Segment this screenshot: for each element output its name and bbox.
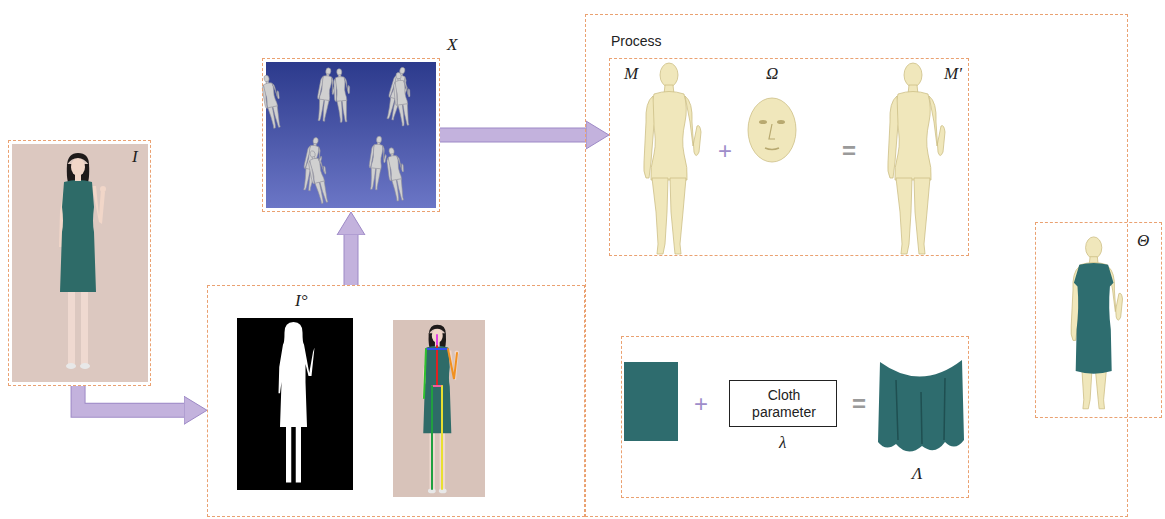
- symbol-label: I°: [295, 291, 307, 311]
- process-box: ProcessM+Ω=M′+=ΛCloth parameterλ: [585, 14, 1128, 517]
- pose-photo: [431, 386, 433, 489]
- symbol-label: M′: [944, 64, 962, 84]
- dataset-box: X: [262, 58, 440, 212]
- segmentation-mask: [237, 318, 353, 490]
- arrow-body: [78, 386, 185, 410]
- body-model: [644, 63, 701, 254]
- input-photo: [59, 153, 106, 369]
- dressed-model: [1071, 237, 1123, 409]
- symbol-label: Λ: [912, 464, 922, 484]
- segmentation-mask: [237, 318, 353, 490]
- draped-cloth: [896, 378, 945, 444]
- dressed-model: [1074, 263, 1114, 374]
- operator: =: [842, 137, 856, 165]
- operator: =: [852, 390, 866, 418]
- parameter-box: Cloth parameterλ: [729, 380, 837, 427]
- mesh-dataset: [391, 71, 414, 126]
- mesh-dataset: [266, 62, 436, 208]
- mesh-dataset: [259, 62, 436, 208]
- pose-photo: [393, 320, 485, 497]
- body-model: [644, 63, 701, 254]
- symbol-label: M: [624, 64, 638, 84]
- draped-cloth: [878, 360, 964, 452]
- flow-arrow: [78, 386, 185, 410]
- operator: +: [694, 390, 708, 418]
- cloth-box: +=ΛCloth parameterλ: [621, 336, 969, 498]
- cloth-sheet: [624, 362, 678, 441]
- arrow-outline: [78, 386, 185, 410]
- symbol-label: I: [132, 147, 138, 167]
- mesh-dataset: [332, 68, 353, 123]
- flow-arrow: [351, 234, 352, 285]
- pose-photo: [436, 335, 438, 346]
- symbol-label: X: [447, 35, 457, 55]
- segmentation-mask: [279, 322, 315, 483]
- symbol-label: λ: [779, 433, 786, 453]
- face-model: [765, 148, 779, 150]
- input-photo: [12, 144, 148, 382]
- mesh-dataset: [305, 149, 333, 205]
- symbol-label: Θ: [1137, 231, 1149, 251]
- face-model: [769, 124, 775, 139]
- mesh-dataset: [259, 66, 415, 205]
- input-photo: [12, 144, 148, 382]
- pose-photo: [426, 348, 448, 350]
- cloth-sheet: [624, 362, 678, 441]
- group-heading: Process: [611, 33, 662, 49]
- mesh-dataset: [367, 136, 389, 191]
- dressed-model: [1071, 237, 1123, 409]
- face-model: [777, 120, 785, 124]
- pose-photo: [432, 385, 442, 387]
- draped-cloth: [878, 360, 964, 452]
- operator: +: [718, 137, 732, 165]
- box-label: Cloth parameter: [736, 387, 832, 421]
- symbol-label: Ω: [766, 64, 778, 84]
- pose-photo: [393, 320, 485, 497]
- arrow-outline: [440, 128, 587, 143]
- face-model: [748, 98, 796, 162]
- pose-photo: [441, 386, 443, 489]
- face-model: [759, 120, 767, 124]
- preprocess-box: I°: [207, 285, 585, 517]
- refined-body-model: [888, 63, 945, 254]
- pose-photo: [436, 346, 438, 386]
- arrow-body: [440, 129, 587, 142]
- input-box: I: [8, 140, 151, 386]
- dressed-model: [1071, 237, 1123, 409]
- result-box: Θ: [1035, 222, 1162, 418]
- arrow-outline: [344, 234, 359, 285]
- face-model: [748, 98, 796, 162]
- pose-photo: [448, 349, 457, 379]
- pose-photo: [424, 349, 426, 398]
- refined-body-model: [888, 63, 945, 254]
- body-box: M + Ω = M′: [609, 58, 969, 256]
- flow-arrow: [440, 135, 587, 136]
- pose-photo: [424, 335, 457, 489]
- mesh-dataset: [384, 146, 409, 201]
- pose-photo: [422, 325, 459, 493]
- arrow-body: [345, 234, 358, 285]
